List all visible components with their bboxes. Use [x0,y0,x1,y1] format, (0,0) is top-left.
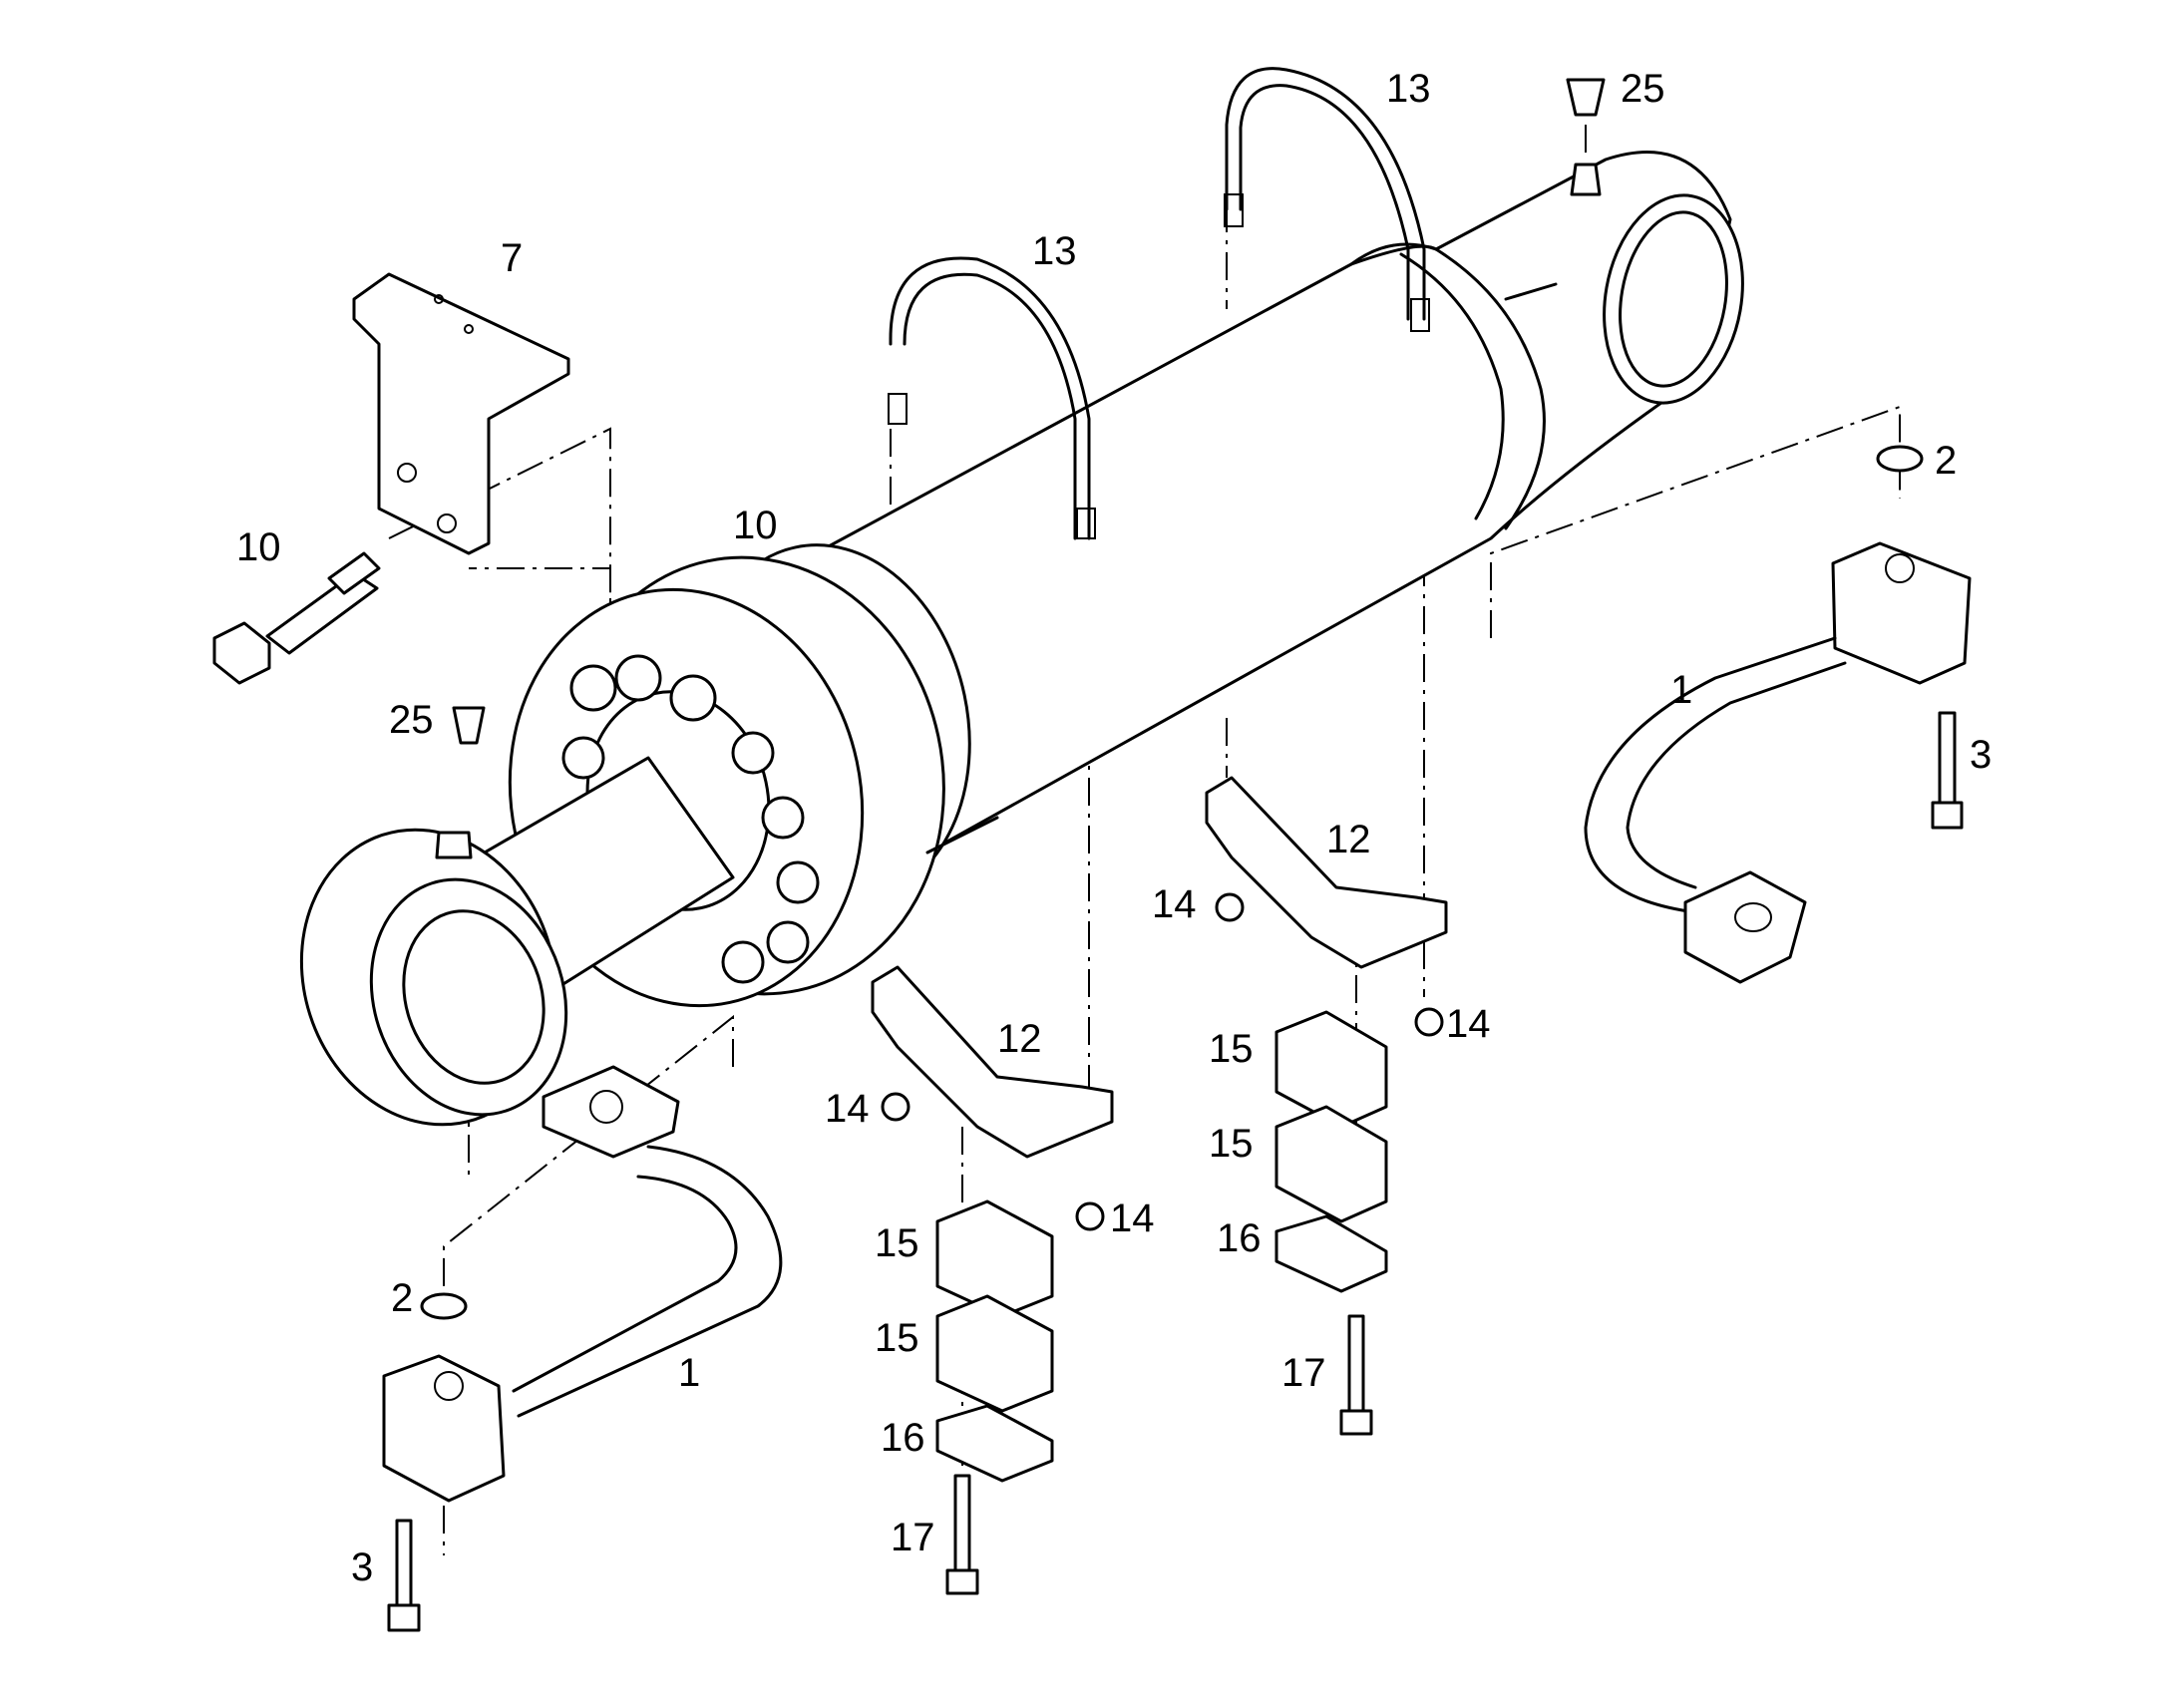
hose-right [1584,445,1972,984]
u-bolt-2 [1224,67,1430,332]
grease-fittings [435,78,1606,859]
callout-1-left: 1 [678,1351,700,1395]
callout-17-a: 17 [891,1516,935,1559]
callout-17-b: 17 [1281,1351,1326,1395]
callout-2-right: 2 [1935,439,1957,483]
head-bolts [561,654,820,984]
callout-15-c: 15 [1209,1027,1254,1071]
callout-25-left: 25 [389,698,434,742]
callout-12-right: 12 [1326,818,1371,861]
cylinder-barrel [786,151,1744,854]
piston-rod [299,756,735,1127]
callout-3-right: 3 [1970,733,1992,777]
callout-15-a: 15 [875,1221,919,1265]
callout-13-right: 13 [1386,67,1431,111]
callout-2-left: 2 [391,1276,413,1320]
callout-13-left: 13 [1032,229,1077,273]
callout-10-bolt: 10 [236,525,281,569]
callout-25-right: 25 [1621,67,1665,111]
callout-16-a: 16 [881,1416,925,1460]
callout-12-left: 12 [997,1017,1042,1061]
callout-16-b: 16 [1217,1216,1262,1260]
clamp-stack-left [871,965,1114,1595]
u-bolt-1 [888,256,1096,540]
bolt-10 [212,551,381,685]
hose-left [382,1065,783,1632]
callout-1-right: 1 [1670,668,1692,712]
callout-labels: 1 1 2 2 3 3 7 10 10 12 12 13 13 14 14 14… [236,67,1992,1589]
callout-15-d: 15 [1209,1122,1254,1166]
callout-14-d: 14 [1446,1002,1491,1046]
bracket [352,272,570,555]
callout-10-cylinder: 10 [733,504,778,547]
callout-3-left: 3 [351,1545,373,1589]
callout-14-c: 14 [1152,882,1197,926]
callout-14-b: 14 [1110,1196,1155,1240]
callout-7: 7 [501,236,523,280]
callout-15-b: 15 [875,1316,919,1360]
callout-14-a: 14 [825,1087,870,1131]
clamp-stack-right [1205,776,1448,1436]
